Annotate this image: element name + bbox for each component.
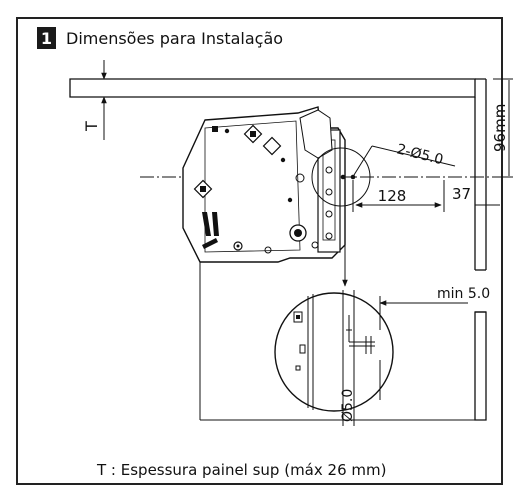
footer-note: T : Espessura painel sup (máx 26 mm) [96,461,386,479]
outer-frame [16,17,503,485]
spacing-dimension-label: 128 [378,187,407,205]
hole-diameter-label: 2-Ø5.0 [395,141,445,168]
height-dimension-label: 96mm [491,104,509,152]
diagram-title: Dimensões para Instalação [66,29,283,48]
side-panel-upper [474,78,487,270]
detail-hole-label: Ø5.0 [340,389,356,422]
top-panel [69,78,476,98]
min-gap-label: min 5.0 [437,286,490,302]
edge-offset-label: 37 [452,185,471,203]
hinge-mechanism [182,106,346,263]
step-number: 1 [41,29,52,48]
thickness-label: T [82,121,101,132]
detail-circle-small [311,147,371,207]
detail-view [274,292,394,412]
side-panel-lower [474,311,487,421]
step-badge [37,27,56,49]
